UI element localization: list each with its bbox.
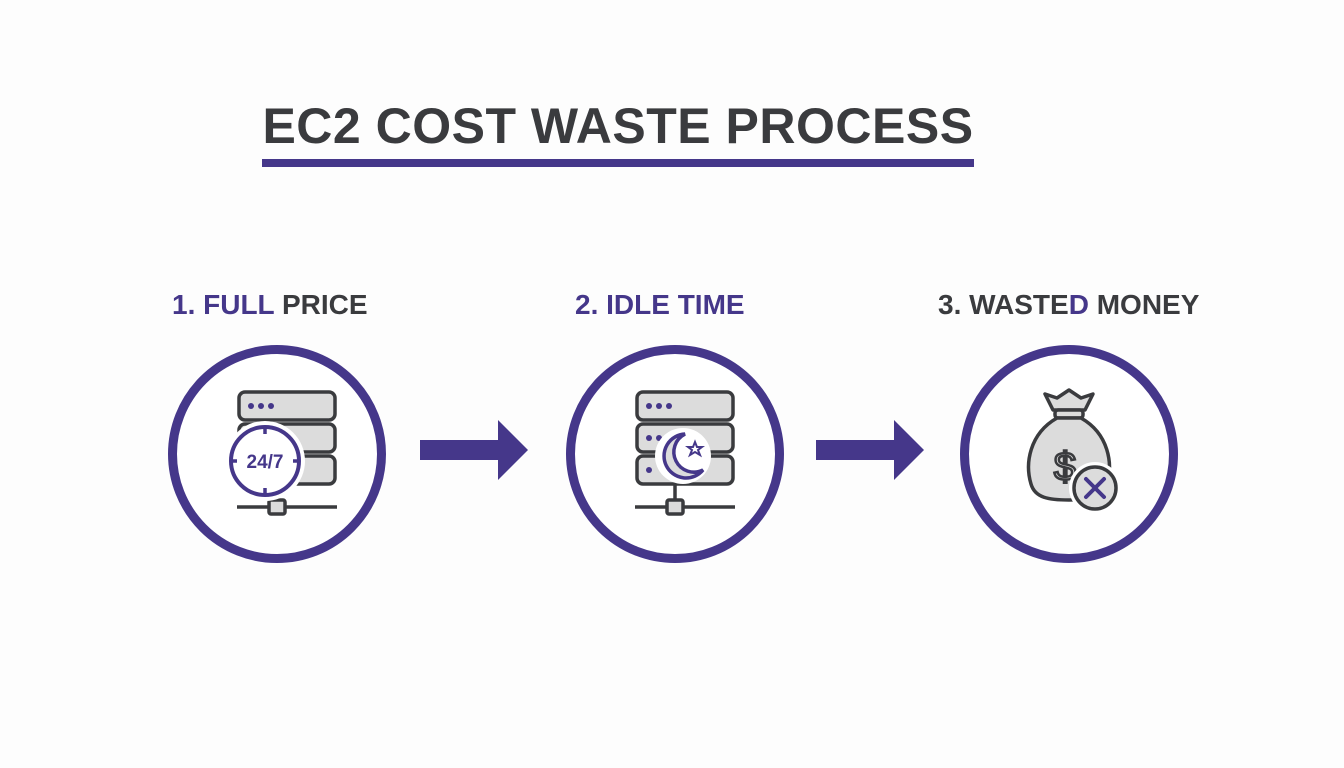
- arrow-right-icon: [420, 420, 528, 480]
- step-2-circle: [566, 345, 784, 563]
- step-3-label-part3: MONEY: [1088, 289, 1200, 320]
- step-2-label: 2. IDLE TIME: [575, 288, 745, 322]
- step-3-label-part2: D: [1068, 289, 1089, 320]
- step-3-circle: $: [960, 345, 1178, 563]
- money-bag-x-icon: $: [1026, 388, 1121, 514]
- step-2-label-text: 2. IDLE TIME: [575, 289, 745, 320]
- page-title: EC2 COST WASTE PROCESS: [262, 98, 974, 154]
- step-3-label-part1: 3. WASTE: [938, 289, 1069, 320]
- step-1-circle: 24/7: [168, 345, 386, 563]
- x-icon: [1084, 477, 1106, 499]
- step-3-label: 3. WASTED MONEY: [938, 288, 1199, 322]
- server-moon-icon: [635, 390, 735, 516]
- server-24-7-clock-icon: 24/7: [225, 390, 337, 516]
- step-1-label: 1. FULL PRICE: [172, 288, 368, 322]
- badge-24-7: 24/7: [247, 452, 284, 473]
- step-1-label-accent: 1. FULL: [172, 289, 282, 320]
- arrow-right-icon: [816, 420, 924, 480]
- step-1-label-rest: PRICE: [281, 289, 368, 320]
- title-underline: [262, 159, 974, 167]
